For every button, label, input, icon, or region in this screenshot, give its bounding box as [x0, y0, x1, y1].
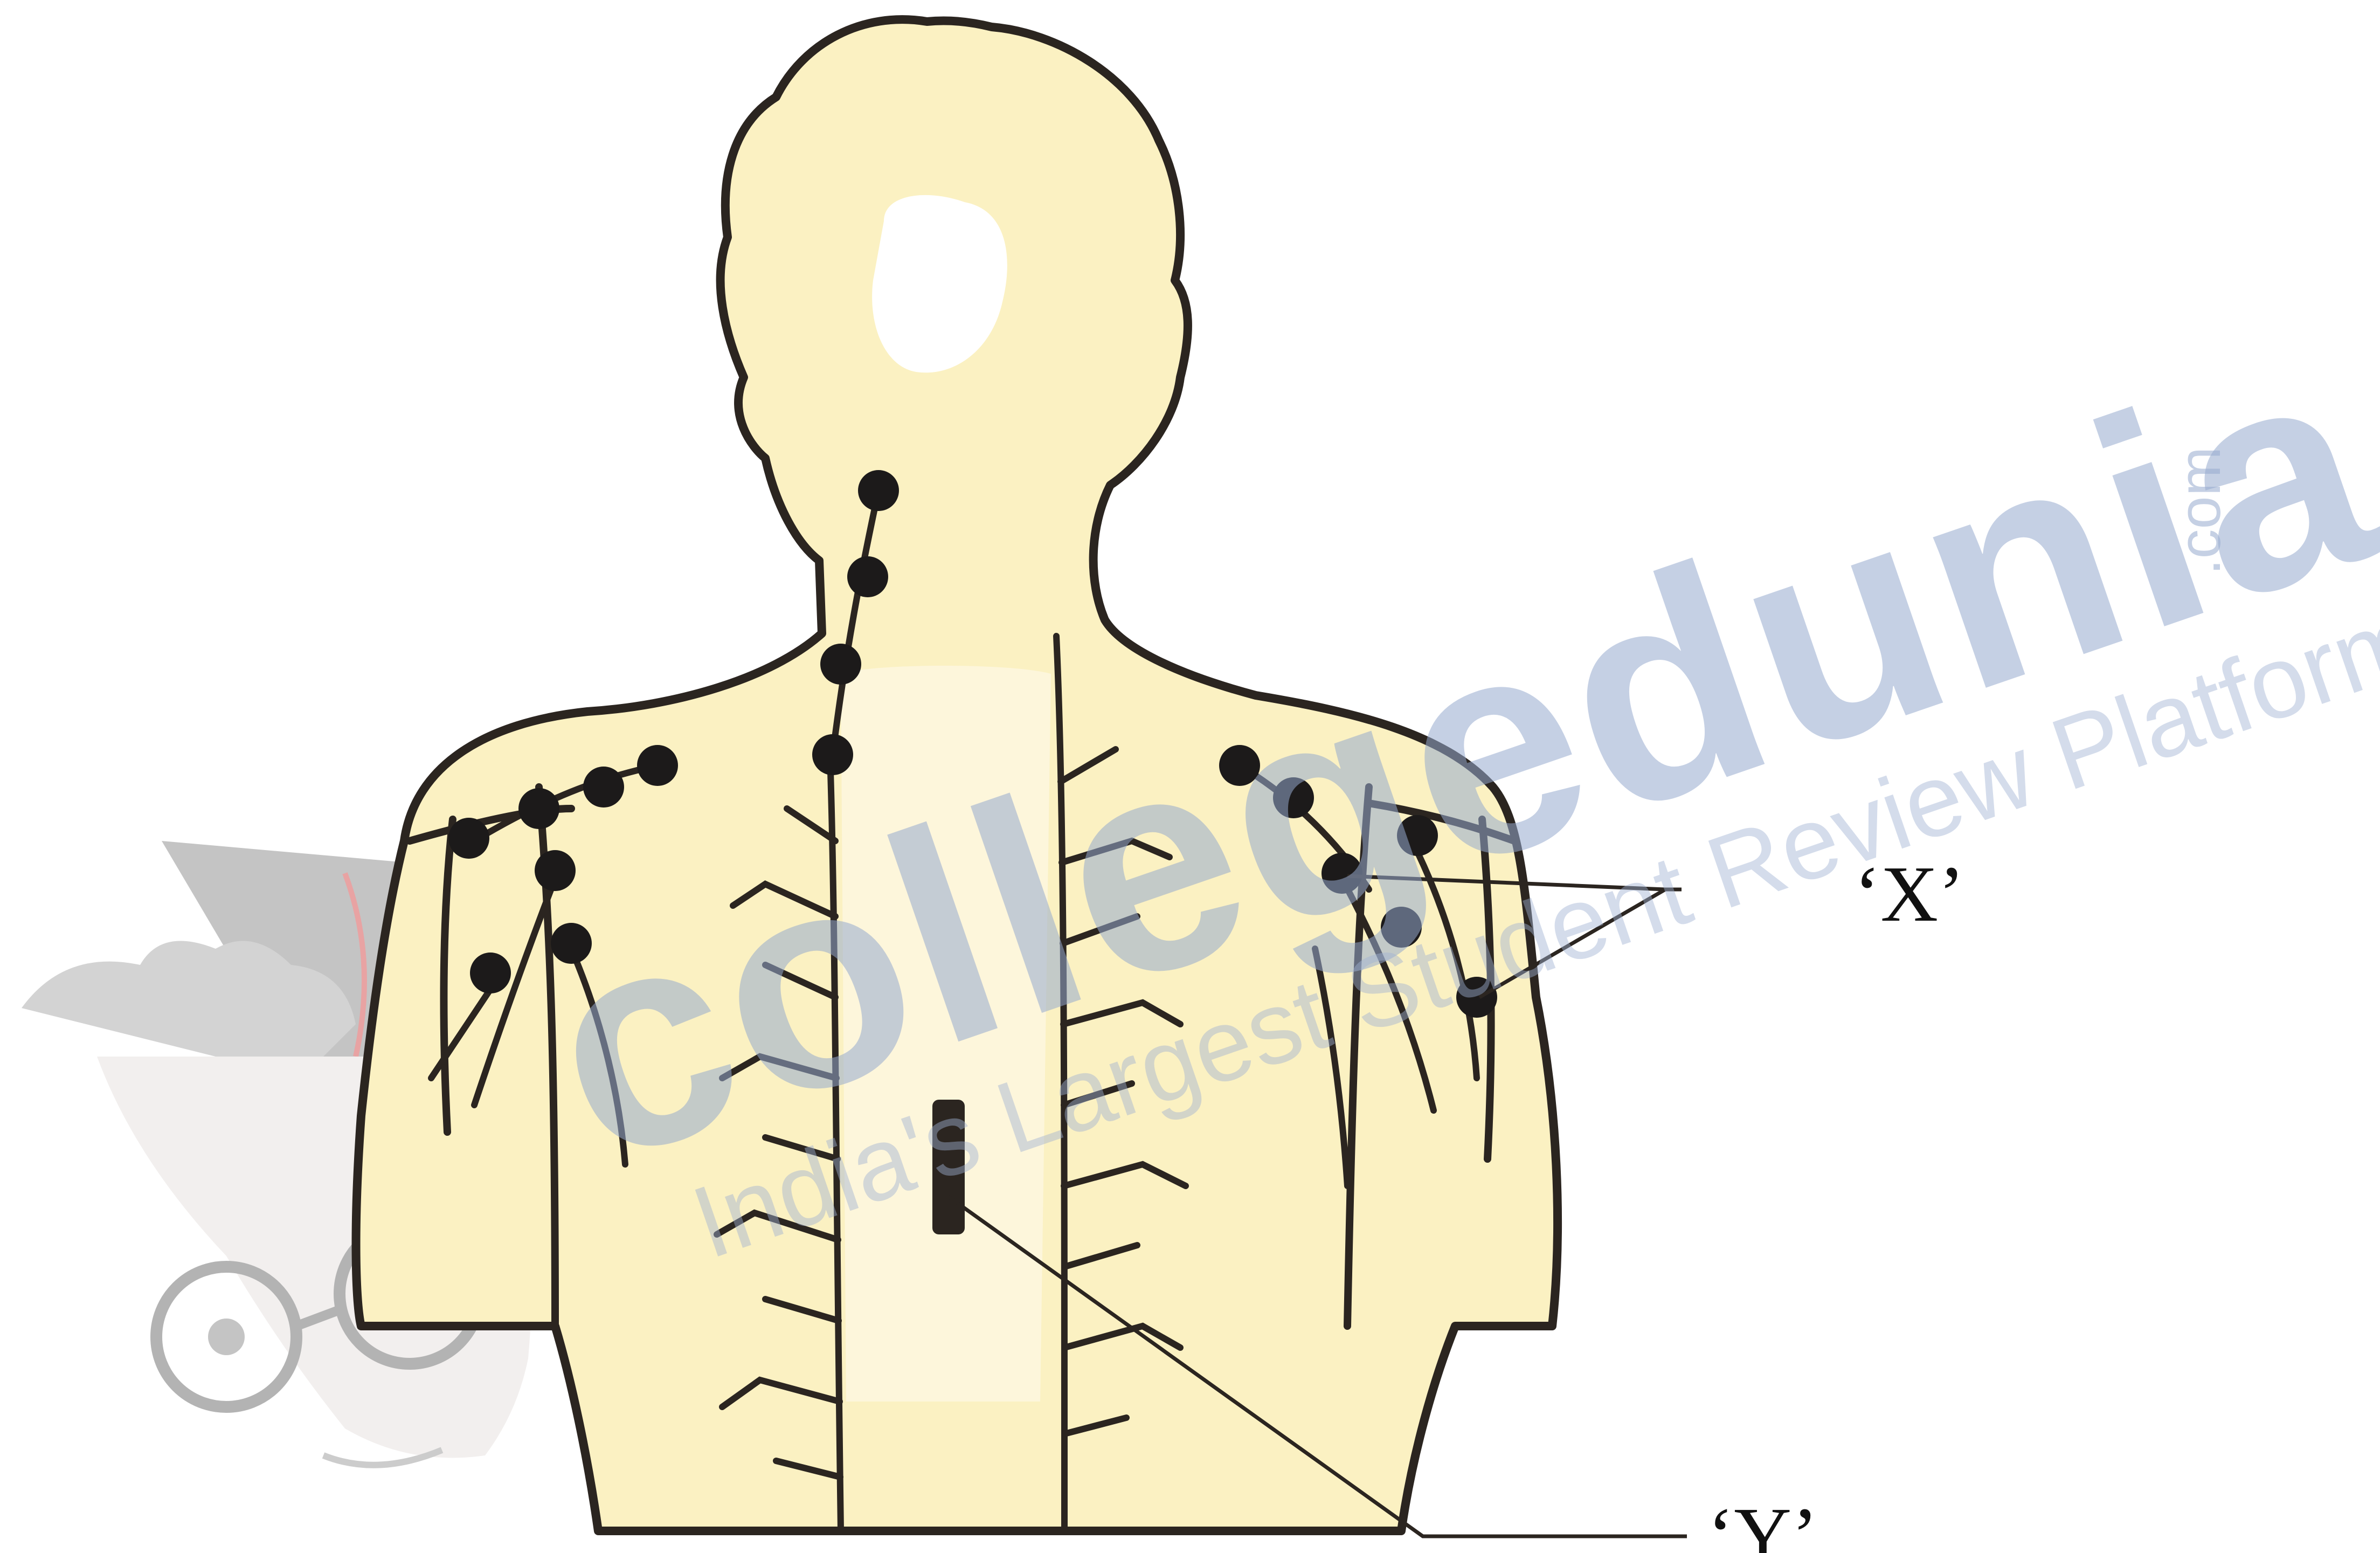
watermark-suffix: .com — [2165, 447, 2234, 575]
lymph-node — [583, 767, 624, 807]
lymph-node — [812, 734, 853, 775]
lymph-node — [470, 952, 511, 993]
lymph-node — [448, 818, 489, 859]
lymph-node — [637, 745, 678, 786]
lymph-node — [858, 470, 899, 511]
lymph-node — [847, 556, 888, 597]
lymph-node — [820, 644, 861, 685]
label-y: ‘Y’ — [1707, 1496, 1818, 1553]
label-x: ‘X’ — [1854, 854, 1964, 934]
lymph-node — [518, 788, 559, 829]
